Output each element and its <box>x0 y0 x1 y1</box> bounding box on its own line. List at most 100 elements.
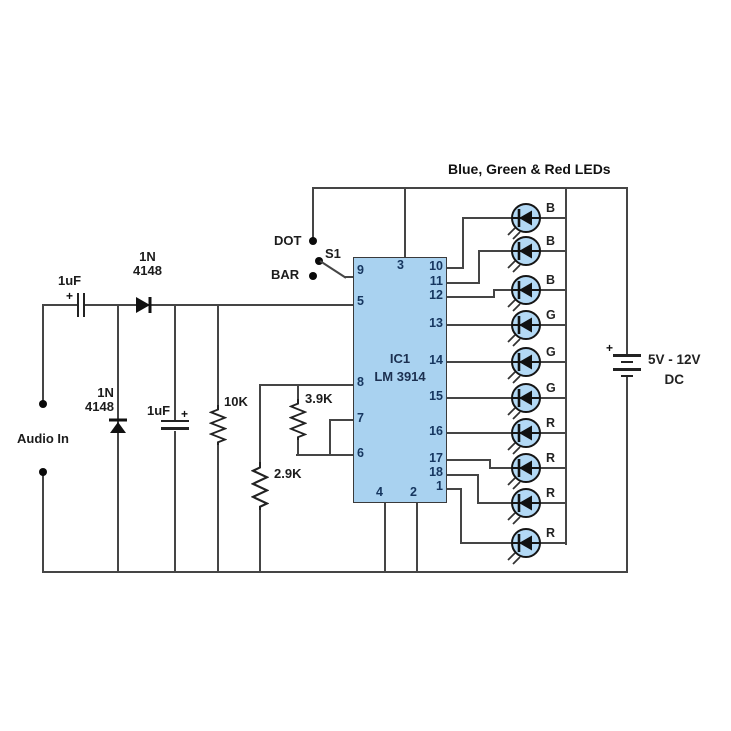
s1-label: S1 <box>325 246 341 261</box>
wire-segment <box>217 444 219 573</box>
ic-pin-number: 14 <box>429 353 443 367</box>
wire-segment <box>42 571 628 573</box>
wire-segment <box>462 217 512 219</box>
dot-mode-label: DOT <box>274 233 302 248</box>
led-color-label: G <box>546 345 556 359</box>
led-color-label: B <box>546 234 556 248</box>
r3-value-label: 3.9K <box>305 391 333 406</box>
wire-segment <box>447 432 512 434</box>
wire-segment <box>259 509 261 573</box>
battery-plate-long <box>613 354 641 357</box>
led-symbol <box>507 347 541 384</box>
diagram-title: Blue, Green & Red LEDs <box>448 161 611 177</box>
wire-segment <box>477 474 479 504</box>
wire-segment <box>477 502 512 504</box>
c2-polarity: + <box>181 407 189 421</box>
battery-plate-long <box>613 368 641 371</box>
wire-segment <box>259 384 354 386</box>
led-color-label: R <box>546 416 556 430</box>
c2-plate <box>161 427 189 430</box>
wire-segment <box>217 304 219 406</box>
ic-pin-number: 3 <box>397 258 404 272</box>
wire-segment <box>478 250 480 284</box>
wire-segment <box>540 502 566 504</box>
led-color-label: G <box>546 381 556 395</box>
wire-segment <box>447 459 490 461</box>
wire-segment <box>404 187 406 258</box>
ic-part: LM 3914 <box>374 368 426 384</box>
wire-segment <box>329 419 354 421</box>
c1-value-label: 1uF <box>58 273 82 288</box>
led-color-label: B <box>546 273 556 287</box>
led-symbol <box>507 275 541 312</box>
wire-segment <box>447 267 463 269</box>
battery-voltage-label: 5V - 12V DC <box>648 352 701 387</box>
led-symbol <box>507 203 541 240</box>
bar-mode-label: BAR <box>271 267 300 282</box>
wire-segment <box>493 289 512 291</box>
wire-segment <box>297 439 299 456</box>
wire-segment <box>174 431 176 573</box>
c2-plate <box>161 420 189 422</box>
r3-resistor-symbol <box>289 399 307 440</box>
c1-plate <box>83 293 85 317</box>
ic-pin-number: 7 <box>357 411 364 425</box>
wire-segment <box>540 397 566 399</box>
wire-segment <box>626 377 628 573</box>
c1-gap <box>79 293 83 317</box>
led-color-label: R <box>546 526 556 540</box>
wire-segment <box>344 276 354 278</box>
wire-segment <box>313 187 628 189</box>
battery-plate-short <box>621 375 633 377</box>
wire-segment <box>42 471 44 573</box>
led-color-label: B <box>546 201 556 215</box>
ic-ref: IC1 <box>389 351 411 366</box>
led-color-label: R <box>546 486 556 500</box>
led-symbol <box>507 488 541 525</box>
wire-segment <box>447 474 478 476</box>
wire-segment <box>42 304 44 405</box>
wire-segment <box>540 217 566 219</box>
wire-segment <box>540 432 566 434</box>
ic-pin-number: 5 <box>357 294 364 308</box>
wire-segment <box>259 384 261 464</box>
audio-in-label: Audio In <box>17 431 69 446</box>
wire-segment <box>489 467 512 469</box>
ic-lm3914-body <box>353 257 447 503</box>
led-symbol <box>507 453 541 490</box>
ic-pin-number: 6 <box>357 446 364 460</box>
wire-segment <box>540 361 566 363</box>
wire-segment <box>174 304 176 421</box>
wire-segment <box>297 384 299 401</box>
audio-in-terminal <box>39 468 47 476</box>
wire-segment <box>447 397 512 399</box>
led-symbol <box>507 418 541 455</box>
wire-segment <box>416 502 418 573</box>
ic-label: IC1 LM 3914 <box>353 350 447 385</box>
wire-segment <box>460 488 462 544</box>
ic-pin-number: 12 <box>429 288 443 302</box>
wire-segment <box>540 324 566 326</box>
wire-segment <box>493 289 495 298</box>
led-color-label: R <box>546 451 556 465</box>
ic-pin-number: 1 <box>436 479 443 493</box>
led-symbol <box>507 236 541 273</box>
r2-value-label: 2.9K <box>274 466 302 481</box>
d2-diode-symbol <box>109 418 127 433</box>
wire-segment <box>43 304 353 306</box>
ic-pin-number: 11 <box>429 274 443 288</box>
wire-segment <box>296 454 354 456</box>
wire-segment <box>447 361 512 363</box>
r1-value-label: 10K <box>224 394 248 409</box>
ic-pin-number: 15 <box>429 389 443 403</box>
wire-segment <box>489 459 491 469</box>
wire-segment <box>478 250 512 252</box>
d1-diode-symbol <box>136 297 152 313</box>
battery-plate-short <box>621 361 633 363</box>
c2-value-label: 1uF <box>147 403 171 418</box>
wire-segment <box>329 419 331 456</box>
wire-segment <box>447 296 494 298</box>
ic-pin-number: 13 <box>429 316 443 330</box>
